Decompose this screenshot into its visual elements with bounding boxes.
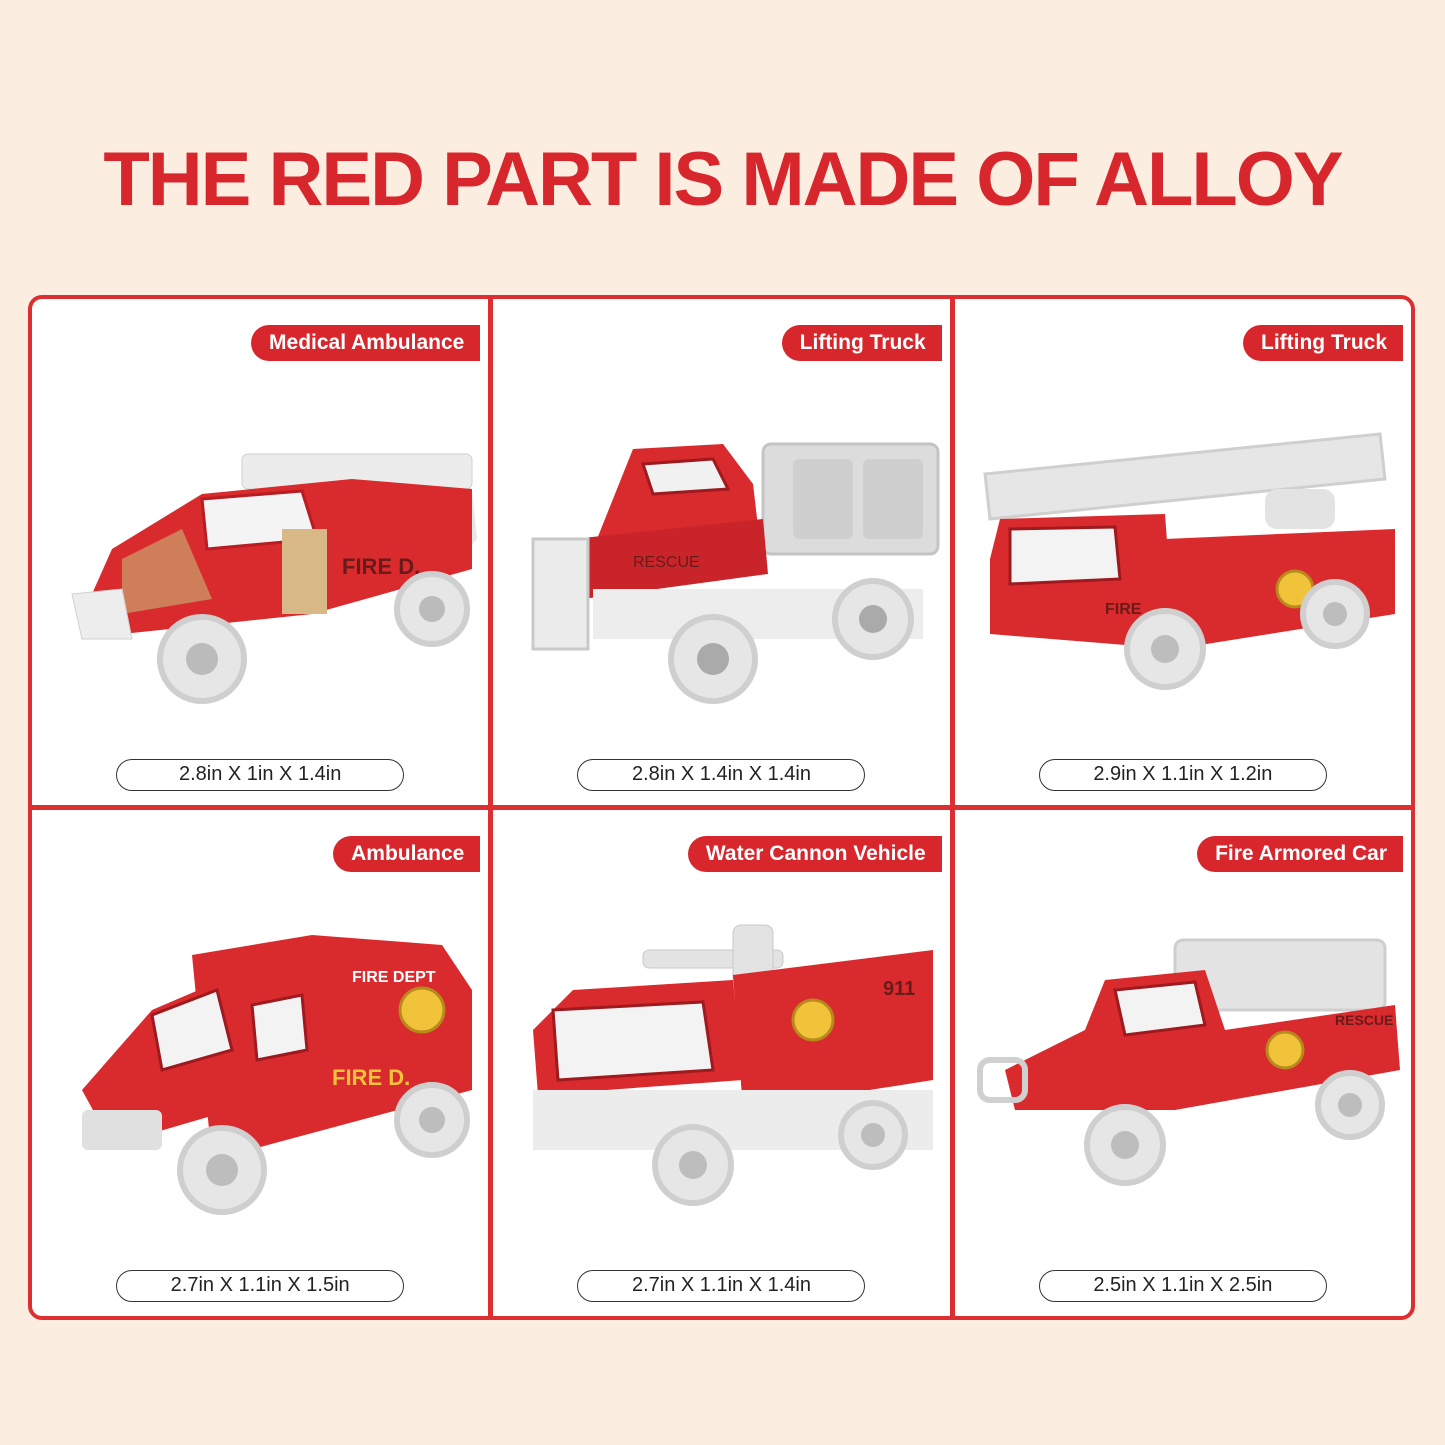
vehicle-card-ambulance: Ambulance FIRE DEPT FIRE D. 2.7i bbox=[32, 810, 489, 1316]
vehicle-name-tag: Lifting Truck bbox=[781, 325, 942, 361]
svg-text:RESCUE: RESCUE bbox=[1335, 1012, 1393, 1028]
fire-rescue-truck-icon: FIRE D. bbox=[52, 399, 482, 719]
vehicle-name-tag: Lifting Truck bbox=[1243, 325, 1403, 361]
tanker-truck-icon: RESCUE bbox=[513, 399, 943, 719]
dimensions-label: 2.8in X 1.4in X 1.4in bbox=[577, 759, 866, 791]
page-title: THE RED PART IS MADE OF ALLOY bbox=[103, 137, 1343, 222]
dimensions-label: 2.5in X 1.1in X 2.5in bbox=[1038, 1270, 1327, 1302]
dimensions-label: 2.8in X 1in X 1.4in bbox=[116, 759, 405, 791]
vehicle-card-fire-armored-car: Fire Armored Car RESCUE 2.5in X 1.1in X … bbox=[954, 810, 1411, 1316]
svg-text:FIRE D.: FIRE D. bbox=[332, 1065, 410, 1090]
svg-text:FIRE D.: FIRE D. bbox=[342, 554, 420, 579]
vehicle-name-tag: Fire Armored Car bbox=[1197, 836, 1403, 872]
svg-text:FIRE: FIRE bbox=[1105, 601, 1142, 618]
dimensions-label: 2.7in X 1.1in X 1.4in bbox=[577, 1270, 866, 1302]
vehicle-grid: Medical Ambulance FIRE D. 2.8in bbox=[32, 299, 1411, 1316]
dimensions-label: 2.9in X 1.1in X 1.2in bbox=[1038, 759, 1327, 791]
vehicle-card-lifting-truck: Lifting Truck RESCUE bbox=[493, 299, 950, 805]
vehicle-card-water-cannon-vehicle: Water Cannon Vehicle 911 2.7in bbox=[493, 810, 950, 1316]
vehicle-name-tag: Ambulance bbox=[333, 836, 481, 872]
water-cannon-truck-icon: 911 bbox=[513, 910, 943, 1230]
svg-text:RESCUE: RESCUE bbox=[633, 554, 700, 571]
armored-pickup-icon: RESCUE bbox=[975, 910, 1405, 1230]
ladder-truck-icon: FIRE bbox=[975, 399, 1405, 719]
svg-text:FIRE DEPT: FIRE DEPT bbox=[352, 969, 436, 986]
svg-text:911: 911 bbox=[883, 978, 915, 1000]
vehicle-grid-frame: Medical Ambulance FIRE D. 2.8in bbox=[28, 295, 1415, 1320]
dimensions-label: 2.7in X 1.1in X 1.5in bbox=[116, 1270, 405, 1302]
vehicle-name-tag: Water Cannon Vehicle bbox=[687, 836, 942, 872]
vehicle-card-lifting-truck-ladder: Lifting Truck FIRE 2.9in X 1.1in X 1.2in bbox=[954, 299, 1411, 805]
vehicle-card-medical-ambulance: Medical Ambulance FIRE D. 2.8in bbox=[32, 299, 489, 805]
fire-van-icon: FIRE DEPT FIRE D. bbox=[52, 910, 482, 1230]
vehicle-name-tag: Medical Ambulance bbox=[251, 325, 481, 361]
